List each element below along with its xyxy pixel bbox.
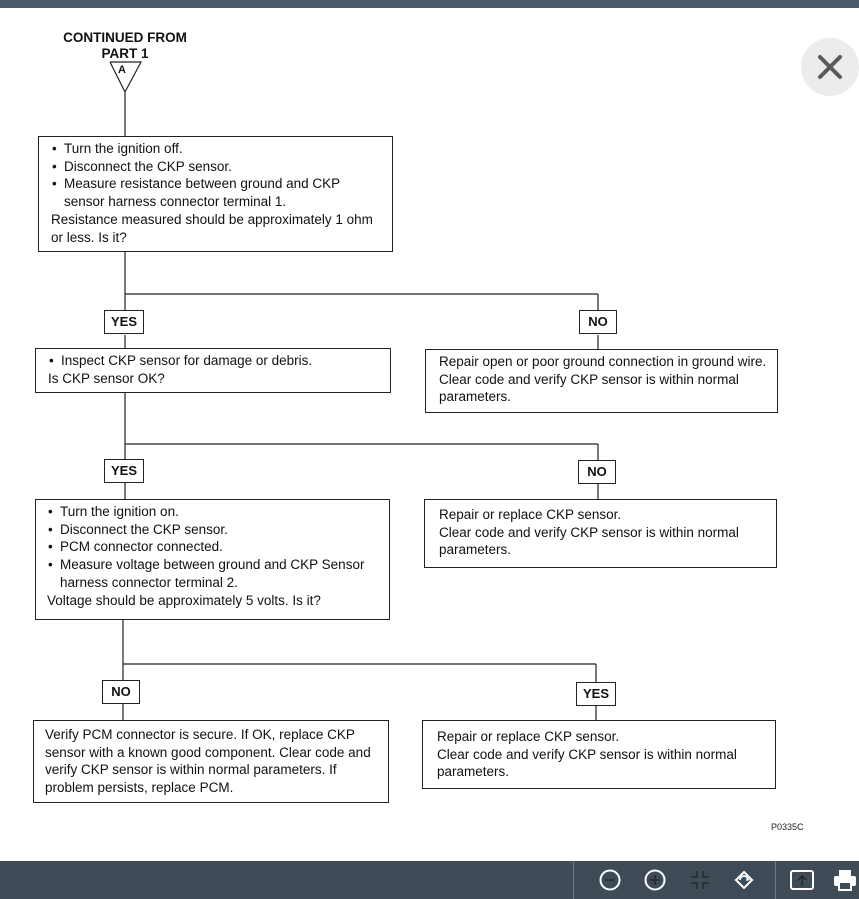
no-action-3-text: Verify PCM connector is secure. If OK, r… [45, 727, 371, 796]
no-label-2: NO [578, 460, 616, 484]
no-label-3: NO [102, 680, 140, 704]
close-icon [818, 55, 842, 79]
toolbar-divider [775, 861, 776, 899]
yes-action-3-line1: Repair or replace CKP sensor. [437, 729, 620, 744]
connector-a-label: A [118, 64, 126, 76]
open-external-button[interactable] [789, 867, 815, 893]
step3-line: Disconnect the CKP sensor. [47, 521, 381, 539]
open-external-icon [790, 870, 814, 890]
no-action-2-line1: Repair or replace CKP sensor. [439, 507, 622, 522]
yes-action-3-line2: Clear code and verify CKP sensor is with… [437, 746, 737, 780]
zoom-in-button[interactable] [642, 867, 668, 893]
flowchart-connectors [109, 61, 599, 720]
no-action-1-text: Repair open or poor ground connection in… [439, 354, 767, 405]
top-bar [0, 0, 859, 8]
zoom-out-icon [599, 869, 621, 891]
rotate-button[interactable] [731, 867, 757, 893]
continued-from-label: CONTINUED FROM PART 1 [40, 30, 210, 62]
step1-line: Measure resistance between ground and CK… [51, 175, 384, 210]
step1-box: Turn the ignition off. Disconnect the CK… [38, 136, 393, 252]
no-action-1-box: Repair open or poor ground connection in… [425, 349, 778, 413]
zoom-in-icon [644, 869, 666, 891]
no-action-3-box: Verify PCM connector is secure. If OK, r… [33, 720, 389, 803]
step3-line: Turn the ignition on. [47, 503, 381, 521]
step1-question: Resistance measured should be approximat… [51, 211, 373, 245]
image-viewer: CONTINUED FROM PART 1 A Turn the ignitio… [0, 8, 859, 861]
step3-question: Voltage should be approximately 5 volts.… [47, 592, 321, 608]
print-icon [834, 870, 856, 891]
zoom-out-button[interactable] [597, 867, 623, 893]
no-action-2-box: Repair or replace CKP sensor. Clear code… [424, 499, 777, 568]
step1-line: Turn the ignition off. [51, 140, 384, 158]
step3-box: Turn the ignition on. Disconnect the CKP… [35, 499, 390, 620]
step2-line: Inspect CKP sensor for damage or debris. [48, 352, 382, 370]
no-label-1: NO [579, 310, 617, 334]
yes-action-3-box: Repair or replace CKP sensor. Clear code… [422, 720, 776, 789]
rotate-icon [734, 870, 754, 890]
step3-line: Measure voltage between ground and CKP S… [47, 556, 381, 591]
yes-label-1: YES [104, 310, 144, 334]
step2-box: Inspect CKP sensor for damage or debris.… [35, 348, 391, 393]
step3-line: PCM connector connected. [47, 538, 381, 556]
toolbar-divider [573, 861, 574, 899]
print-button[interactable] [832, 867, 858, 893]
yes-label-2: YES [104, 459, 144, 483]
fit-to-screen-button[interactable] [687, 867, 713, 893]
close-button[interactable] [801, 38, 859, 96]
yes-label-3: YES [576, 682, 616, 706]
step1-line: Disconnect the CKP sensor. [51, 158, 384, 176]
continued-part-text: PART 1 [101, 46, 149, 61]
no-action-2-line2: Clear code and verify CKP sensor is with… [439, 524, 739, 558]
continued-from-text: CONTINUED FROM [63, 30, 187, 45]
step2-question: Is CKP sensor OK? [48, 370, 165, 386]
fit-icon [691, 871, 709, 889]
bottom-toolbar [0, 861, 859, 899]
figure-code: P0335C [771, 822, 804, 832]
